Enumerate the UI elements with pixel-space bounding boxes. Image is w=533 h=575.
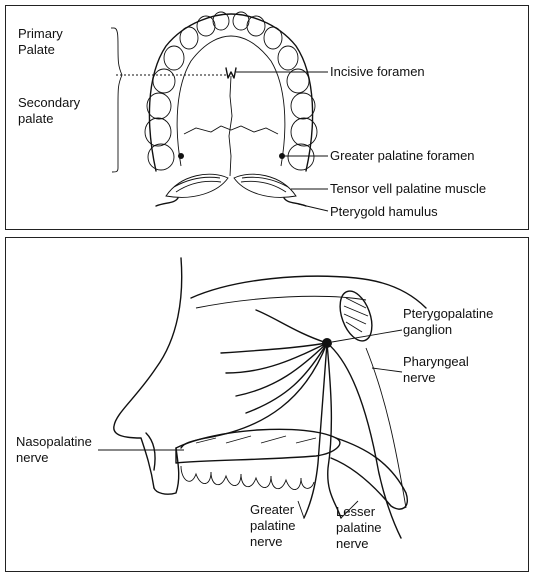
- greater-palatine-foramen-left: [178, 153, 184, 159]
- greater-palatine-nerve-label: Greater palatine nerve: [250, 502, 296, 550]
- nasal-nerve-branches: [221, 310, 327, 413]
- teeth-right: [233, 12, 317, 170]
- median-palatine-suture: [229, 76, 232, 176]
- pterygopalatine-ganglion-label: Pterygopalatine ganglion: [403, 306, 493, 338]
- greater-palatine-foramen-label: Greater palatine foramen: [330, 148, 475, 164]
- primary-palate-label: Primary Palate: [18, 26, 63, 58]
- pterygoid-hamuli: [156, 198, 306, 206]
- nerve-panel: Pterygopalatine ganglion Pharyngeal nerv…: [5, 237, 529, 572]
- nostril: [146, 433, 155, 470]
- leader-lines-bottom: [98, 330, 402, 518]
- nose-profile: [114, 258, 182, 488]
- nasopalatine-nerve-path: [181, 343, 327, 448]
- soft-palate: [331, 438, 407, 509]
- tensor-veli-palatini-muscles: [166, 174, 296, 197]
- pharyngeal-nerve-label: Pharyngeal nerve: [403, 354, 469, 386]
- sphenoid-striations: [344, 298, 368, 332]
- palate-inner-outline: [177, 36, 285, 166]
- upper-lip: [154, 448, 179, 494]
- dental-arch-outline: [149, 14, 312, 171]
- hard-palate: [176, 429, 340, 463]
- secondary-palate-label: Secondary palate: [18, 95, 80, 127]
- maxillary-teeth: [181, 466, 314, 490]
- palate-panel: Primary Palate Secondary palate Incisive…: [5, 5, 529, 230]
- transverse-palatine-suture: [184, 126, 278, 134]
- incisive-foramen-label: Incisive foramen: [330, 64, 425, 80]
- nasopalatine-nerve-label: Nasopalatine nerve: [16, 434, 92, 466]
- palate-brackets: [111, 28, 122, 172]
- tensor-veli-palatini-label: Tensor vell palatine muscle: [330, 181, 486, 197]
- lesser-palatine-nerve-label: Lesser palatine nerve: [336, 504, 382, 552]
- teeth-left: [145, 12, 229, 170]
- sphenoid-structure: [334, 287, 378, 345]
- pterygoid-hamulus-label: Pterygold hamulus: [330, 204, 438, 220]
